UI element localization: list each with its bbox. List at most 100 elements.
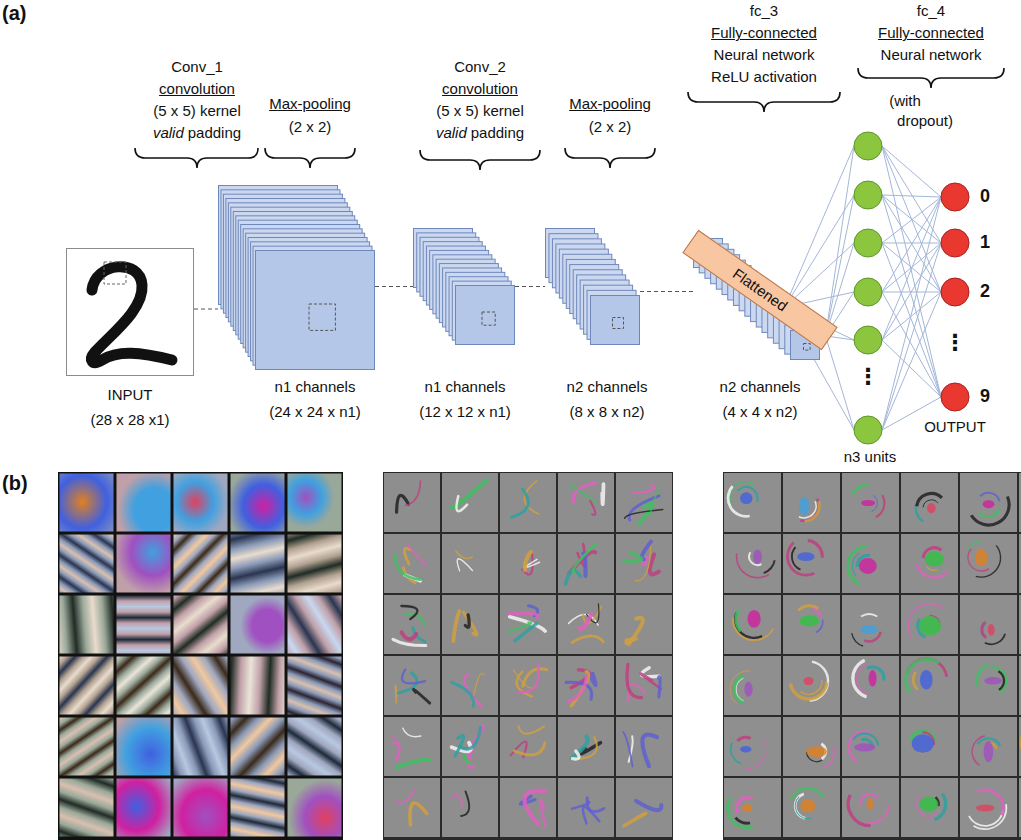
feature-stroke <box>856 664 868 694</box>
feature-stroke <box>402 632 417 639</box>
filter-tile <box>117 718 171 776</box>
hidden-unit <box>854 278 882 306</box>
output-label: OUTPUT <box>924 418 986 435</box>
connection-line <box>882 146 941 243</box>
feature-blob <box>975 549 988 566</box>
feature-stroke <box>982 622 987 638</box>
feature-blob <box>753 549 762 564</box>
filter-tile <box>288 596 342 654</box>
label-line: Neural network <box>881 46 982 64</box>
feature-stroke <box>456 496 467 511</box>
layer-dimension: (28 x 28 x1) <box>90 411 169 428</box>
feature-stroke <box>971 497 1009 526</box>
layer-annotation: valid <box>153 124 184 141</box>
caption: INPUT <box>108 386 153 404</box>
filter-tile <box>288 779 342 837</box>
output-unit <box>941 229 969 257</box>
feature-blob <box>860 625 877 634</box>
label-line: (a) <box>2 2 26 24</box>
feature-blob <box>867 798 873 810</box>
layer-annotation: Fully-connected <box>878 24 984 41</box>
layer-dimension: (8 x 8 x n2) <box>569 403 644 420</box>
feature-stroke <box>624 553 642 561</box>
feature-tile <box>960 778 1017 837</box>
layer-annotation: Fully-connected <box>711 24 817 41</box>
feature-stroke <box>979 509 1000 517</box>
connection-line <box>882 195 941 397</box>
feature-stroke <box>590 674 596 685</box>
feature-tile <box>901 656 958 715</box>
feature-blob <box>806 746 827 757</box>
feature-tile <box>500 778 556 837</box>
feature-tile <box>500 717 556 776</box>
feature-stroke <box>651 487 660 514</box>
brace <box>565 148 655 168</box>
feature-map-stack: n1 channels(12 x 12 x n1) <box>413 228 515 345</box>
filter-tile <box>288 718 342 776</box>
connection-line <box>882 146 941 197</box>
caption: (4 x 4 x n2) <box>722 403 797 421</box>
feature-stroke <box>452 682 474 706</box>
neurons <box>854 132 969 444</box>
panel-letter: (a) <box>2 2 26 24</box>
feature-stroke <box>650 555 659 575</box>
feature-blob <box>800 615 820 626</box>
hidden-unit <box>854 416 882 444</box>
connection-line <box>882 243 941 430</box>
handwritten-digit <box>91 267 172 363</box>
feature-tile <box>960 595 1017 654</box>
feature-stroke <box>408 543 427 565</box>
layer-dimension: (24 x 24 x n1) <box>269 403 361 420</box>
feature-tile <box>442 778 498 837</box>
feature-blob <box>797 552 814 561</box>
caption: n2 channels <box>720 378 801 396</box>
feature-tile <box>842 717 899 776</box>
feature-tile <box>442 656 498 715</box>
feature-stroke <box>737 798 753 813</box>
output-unit <box>941 383 969 411</box>
feature-stroke <box>642 734 657 766</box>
label-line: convolution <box>442 80 518 98</box>
feature-stroke <box>508 613 537 617</box>
receptive-field-line <box>515 286 545 287</box>
class-label: 0 <box>980 186 990 206</box>
feature-tile <box>901 595 958 654</box>
feature-stroke <box>791 788 823 800</box>
filter-tile <box>174 596 228 654</box>
feature-blob <box>800 799 815 812</box>
feature-stroke <box>636 801 661 810</box>
class-label: 1 <box>980 232 990 252</box>
feature-stroke <box>908 604 944 638</box>
feature-blob <box>804 677 814 685</box>
brace <box>420 150 540 170</box>
feature-tile <box>442 595 498 654</box>
feature-stroke <box>629 618 643 644</box>
kernel-window <box>309 304 335 330</box>
hidden-unit <box>854 326 882 354</box>
brace <box>135 148 258 168</box>
feature-tile <box>442 717 498 776</box>
feature-tile <box>384 534 440 593</box>
feature-stroke <box>853 660 867 697</box>
feature-stroke <box>579 614 591 629</box>
kernel-window <box>104 262 126 284</box>
feature-stroke <box>572 751 579 759</box>
feature-tile <box>1019 717 1021 776</box>
feature-stroke <box>461 791 469 816</box>
feature-blob <box>861 500 875 506</box>
connection-line <box>826 146 855 336</box>
label-line: (b) <box>2 472 28 494</box>
panel-letter: (b) <box>2 472 28 494</box>
filter-tile <box>60 474 114 532</box>
feature-tile <box>1019 473 1021 532</box>
feature-blob <box>925 552 944 567</box>
layer-annotation: (5 x 5) kernel <box>153 102 241 119</box>
feature-stroke <box>852 633 864 646</box>
brace <box>858 68 1004 88</box>
filter-tile <box>288 657 342 715</box>
feature-stroke <box>401 606 417 619</box>
filter-tile <box>60 535 114 593</box>
feature-tile <box>442 473 498 532</box>
feature-stroke <box>734 676 743 702</box>
feature-tile <box>384 778 440 837</box>
